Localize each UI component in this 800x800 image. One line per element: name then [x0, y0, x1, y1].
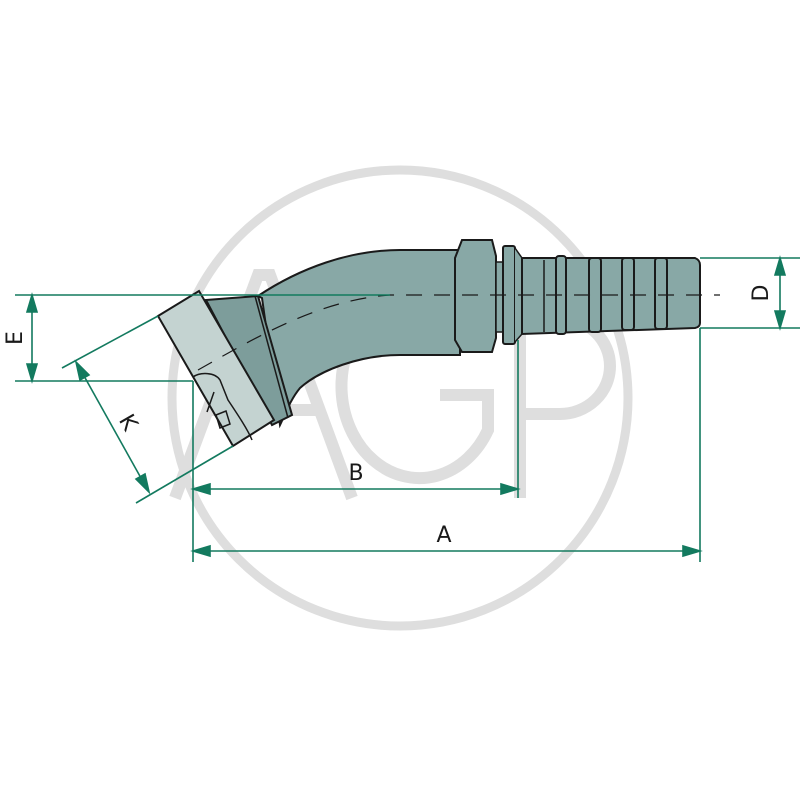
label-e: E	[3, 331, 28, 345]
watermark-ring	[167, 165, 633, 631]
dim-a-arrow-left	[190, 544, 211, 558]
dim-k-arrow-bottom	[134, 472, 151, 495]
label-k: K	[113, 410, 142, 435]
dim-e-arrow-bottom	[25, 363, 39, 384]
ext-k-top	[61, 315, 159, 369]
fitting	[156, 239, 720, 448]
label-d: D	[749, 285, 774, 302]
dim-b-arrow-right	[500, 482, 521, 496]
label-b: B	[348, 461, 363, 486]
centerline	[197, 294, 720, 371]
barb-2	[588, 257, 602, 333]
dim-k-arrow-top	[74, 359, 91, 382]
label-a: A	[436, 523, 451, 548]
barb-3	[621, 257, 635, 331]
dim-e-arrow-top	[25, 292, 39, 313]
watermark-letter-p	[514, 312, 616, 498]
dim-d-arrow-bottom	[773, 310, 787, 331]
fitting-flange-key	[206, 391, 231, 429]
dimension-lines	[15, 255, 800, 562]
fitting-hose-tail	[521, 257, 701, 336]
ext-k-bottom	[135, 445, 234, 504]
dim-d-arrow-top	[773, 255, 787, 276]
fitting-collar	[454, 239, 497, 353]
dim-a-arrow-right	[682, 544, 703, 558]
barb-4	[654, 257, 668, 330]
dim-b-arrow-left	[190, 482, 211, 496]
fitting-nut-divider	[254, 295, 289, 419]
fitting-flange-groove	[192, 372, 253, 441]
fitting-flange	[156, 289, 276, 448]
dim-k-line	[78, 366, 147, 488]
